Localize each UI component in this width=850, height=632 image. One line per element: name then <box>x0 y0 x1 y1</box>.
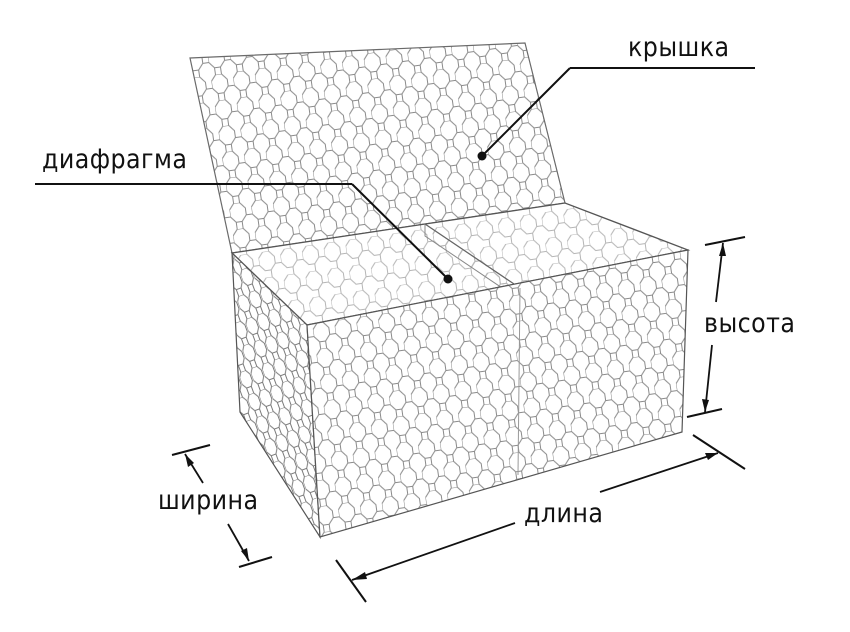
lid-leader <box>477 67 755 161</box>
height-label: высота <box>704 308 796 339</box>
length-dimension <box>335 434 746 603</box>
width-dimension <box>171 444 273 568</box>
box-front-face <box>306 249 689 538</box>
width-label: ширина <box>158 485 259 516</box>
height-dimension <box>686 236 746 418</box>
diaphragm-leader <box>35 183 453 284</box>
lid-label: крышка <box>628 32 730 63</box>
diaphragm-label: диафрагма <box>42 144 188 175</box>
length-label: длина <box>524 498 604 529</box>
